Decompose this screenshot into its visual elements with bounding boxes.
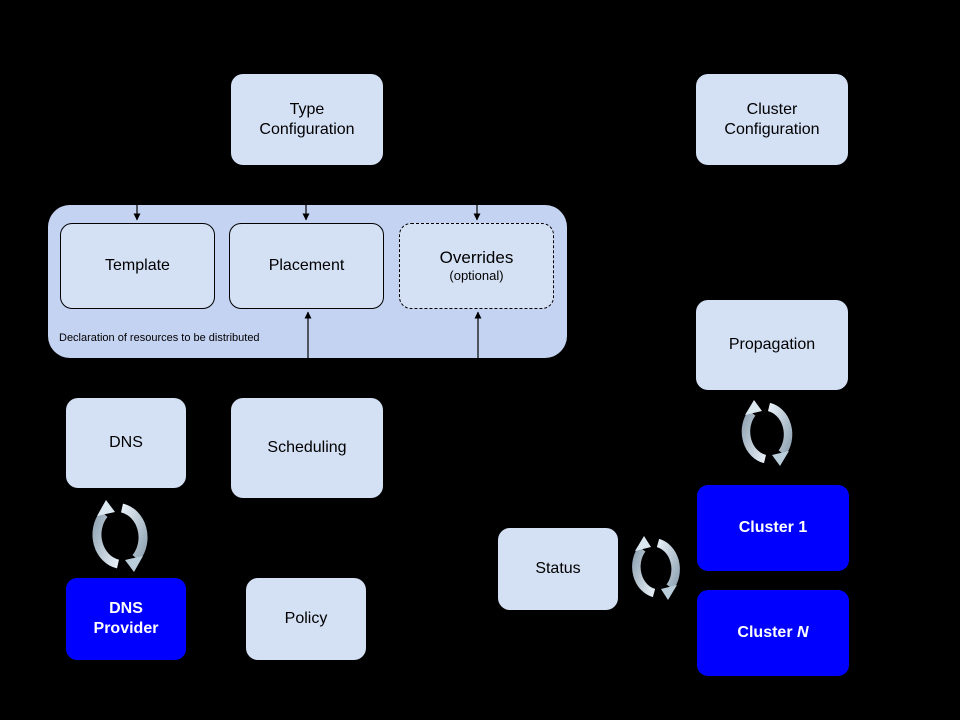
node-cluster-1-prefix: Cluster (738, 519, 799, 537)
node-template[interactable]: Template (60, 223, 215, 309)
node-status[interactable]: Status (498, 528, 618, 610)
node-placement-label: Placement (268, 257, 345, 275)
node-propagation-label: Propagation (728, 336, 816, 354)
node-placement[interactable]: Placement (229, 223, 384, 309)
node-cluster-n-index: N (797, 624, 809, 642)
node-cluster-1-index: 1 (798, 519, 808, 537)
node-cluster-configuration-line2: Configuration (724, 120, 820, 138)
node-cluster-configuration-line1: Cluster (746, 100, 798, 118)
node-policy[interactable]: Policy (246, 578, 366, 660)
node-dns[interactable]: DNS (66, 398, 186, 488)
sync-arrows-icon-dns (92, 500, 148, 572)
node-dns-provider-line1: DNS (109, 600, 143, 618)
node-propagation[interactable]: Propagation (696, 300, 848, 390)
node-policy-label: Policy (284, 610, 328, 628)
node-dns-provider-line2: Provider (93, 620, 159, 637)
node-dns-label: DNS (109, 434, 143, 452)
node-scheduling[interactable]: Scheduling (231, 398, 383, 498)
node-overrides-line2: (optional) (449, 268, 504, 284)
node-overrides-line1: Overrides (439, 247, 514, 267)
sync-arrows-icon-propagation (741, 400, 793, 466)
node-overrides-label: Overrides(optional) (434, 248, 520, 285)
node-template-label: Template (105, 257, 170, 275)
node-cluster-1-label: Cluster 1 (733, 518, 813, 538)
sync-arrows-icon-status (632, 536, 680, 600)
node-cluster-1[interactable]: Cluster 1 (697, 485, 849, 571)
group-caption: Declaration of resources to be distribut… (59, 332, 260, 344)
node-scheduling-label: Scheduling (267, 439, 347, 457)
node-cluster-n-label: Cluster N (731, 623, 814, 643)
node-type-configuration-line2: Configuration (259, 120, 355, 138)
node-cluster-n[interactable]: Cluster N (697, 590, 849, 676)
node-type-configuration-line1: Type (289, 100, 325, 118)
node-overrides[interactable]: Overrides(optional) (399, 223, 554, 309)
node-cluster-n-prefix: Cluster (737, 624, 797, 642)
node-status-label: Status (535, 560, 581, 578)
node-dns-provider[interactable]: DNS Provider (66, 578, 186, 660)
node-dns-provider-label: DNS Provider (88, 599, 165, 638)
